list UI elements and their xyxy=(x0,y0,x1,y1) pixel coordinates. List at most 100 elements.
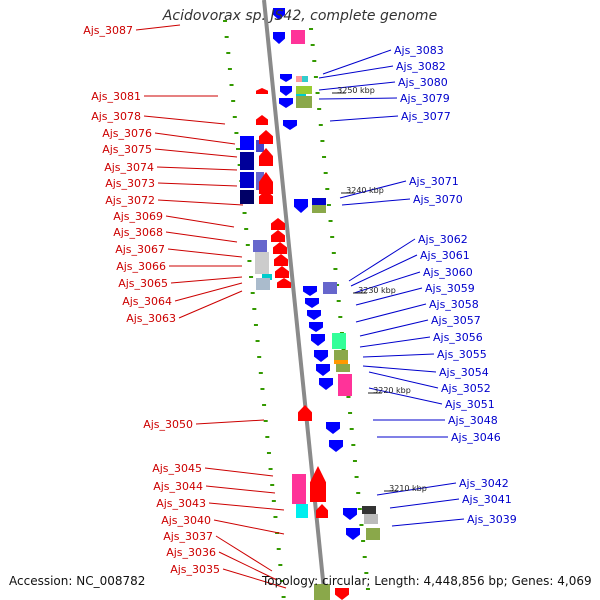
gene-block xyxy=(256,140,264,152)
gene-label-right: Ajs_3056 xyxy=(433,331,483,344)
reverse-gene-arrow xyxy=(309,322,323,332)
gene-label-right: Ajs_3071 xyxy=(409,175,459,188)
tick-mark-left xyxy=(229,84,234,86)
gene-label-right: Ajs_3080 xyxy=(398,76,448,89)
tick-mark-right xyxy=(361,540,366,542)
tick-mark-right xyxy=(338,316,343,318)
leader-line-left xyxy=(135,24,181,31)
gene-block xyxy=(334,350,348,360)
tick-mark-right xyxy=(354,476,359,478)
gene-block xyxy=(296,86,312,94)
tick-mark-right xyxy=(346,396,351,398)
gene-label-right: Ajs_3057 xyxy=(431,314,481,327)
tick-mark-right xyxy=(309,28,314,30)
gene-label-left: Ajs_3076 xyxy=(102,127,152,140)
leader-line-left xyxy=(143,115,226,125)
tick-mark-left xyxy=(231,100,236,102)
kbp-marker-label: 3210 kbp xyxy=(389,484,427,493)
gene-label-right: Ajs_3061 xyxy=(420,249,470,262)
forward-gene-arrow xyxy=(256,88,268,94)
gene-label-right: Ajs_3054 xyxy=(439,366,489,379)
reverse-gene-arrow xyxy=(305,298,319,308)
gene-label-right: Ajs_3079 xyxy=(400,92,450,105)
gene-label-right: Ajs_3048 xyxy=(448,414,498,427)
tick-mark-left xyxy=(278,564,283,566)
tick-mark-left xyxy=(237,164,242,166)
tick-mark-right xyxy=(323,172,328,174)
gene-block xyxy=(302,76,308,82)
leader-line-left xyxy=(157,182,238,187)
reverse-gene-arrow xyxy=(303,286,317,296)
gene-label-left: Ajs_3064 xyxy=(122,295,172,308)
gene-block xyxy=(291,30,305,44)
reverse-gene-arrow xyxy=(316,364,330,376)
tick-mark-right xyxy=(356,492,361,494)
gene-label-left: Ajs_3069 xyxy=(113,210,163,223)
gene-block xyxy=(338,374,352,396)
tick-mark-right xyxy=(326,204,331,206)
tick-mark-left xyxy=(266,452,271,454)
reverse-gene-arrow xyxy=(307,310,321,320)
gene-label-right: Ajs_3070 xyxy=(413,193,463,206)
gene-block xyxy=(256,278,270,290)
gene-label-right: Ajs_3062 xyxy=(418,233,468,246)
leader-line-left xyxy=(154,148,238,158)
forward-gene-arrow xyxy=(271,218,285,230)
gene-label-left: Ajs_3045 xyxy=(152,462,202,475)
leader-line-left xyxy=(222,568,287,589)
reverse-gene-arrow xyxy=(283,120,297,130)
forward-gene-arrow xyxy=(271,230,285,242)
gene-block xyxy=(240,136,254,150)
gene-block xyxy=(240,152,254,170)
tick-mark-left xyxy=(242,212,247,214)
leader-line-right xyxy=(322,49,392,75)
tick-mark-left xyxy=(253,324,258,326)
leader-line-right xyxy=(353,271,421,294)
gene-label-left: Ajs_3044 xyxy=(153,480,203,493)
gene-label-right: Ajs_3058 xyxy=(429,298,479,311)
reverse-gene-arrow xyxy=(273,8,285,20)
tick-mark-left xyxy=(226,52,231,54)
reverse-gene-arrow xyxy=(319,378,333,390)
tick-mark-right xyxy=(335,284,340,286)
reverse-gene-arrow xyxy=(279,98,293,108)
leader-line-left xyxy=(167,248,243,258)
forward-gene-arrow xyxy=(277,278,291,288)
gene-label-right: Ajs_3059 xyxy=(425,282,475,295)
gene-labels: Ajs_3087Ajs_3081Ajs_3078Ajs_3076Ajs_3075… xyxy=(83,24,517,576)
tick-mark-right xyxy=(359,524,364,526)
leader-line-right xyxy=(341,198,411,206)
reverse-gene-arrow xyxy=(314,350,328,362)
leader-line-right xyxy=(318,65,394,79)
leader-line-right xyxy=(339,180,407,199)
tick-mark-left xyxy=(257,356,262,358)
leader-line-left xyxy=(170,276,243,284)
gene-block xyxy=(296,504,308,518)
gene-label-right: Ajs_3060 xyxy=(423,266,473,279)
leader-line-left xyxy=(157,199,244,206)
tick-mark-left xyxy=(270,484,275,486)
leader-line-left xyxy=(215,535,273,572)
gene-label-left: Ajs_3087 xyxy=(83,24,133,37)
gene-block xyxy=(323,282,337,294)
tick-mark-right xyxy=(331,252,336,254)
leader-line-right xyxy=(329,115,399,122)
tick-mark-right xyxy=(313,76,318,78)
reverse-gene-arrow xyxy=(280,86,292,96)
tick-mark-right xyxy=(318,124,323,126)
gene-features xyxy=(240,8,380,600)
leader-line-left xyxy=(165,215,235,228)
tick-mark-left xyxy=(271,500,276,502)
gene-label-left: Ajs_3050 xyxy=(143,418,193,431)
tick-mark-right xyxy=(333,268,338,270)
kbp-marker-label: 3230 kbp xyxy=(358,286,396,295)
leader-line-left xyxy=(195,419,265,425)
forward-gene-arrow xyxy=(259,130,273,144)
gene-label-right: Ajs_3046 xyxy=(451,431,501,444)
forward-gene-arrow xyxy=(274,254,288,266)
gene-block xyxy=(314,584,330,600)
tick-mark-right xyxy=(357,508,362,510)
kbp-marker-label: 3220 kbp xyxy=(373,386,411,395)
leader-line-right xyxy=(355,303,427,323)
